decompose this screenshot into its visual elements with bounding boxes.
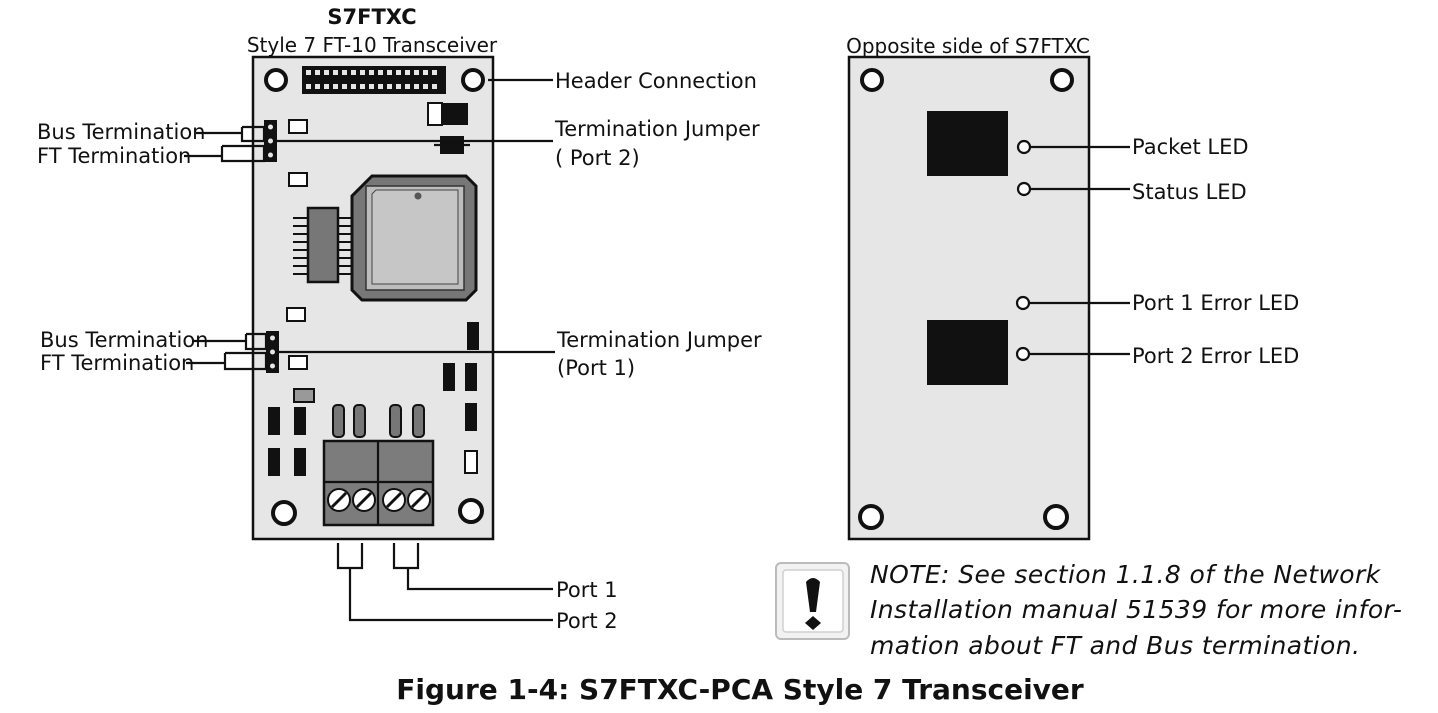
note-line-1: NOTE: See section 1.1.8 of the Network — [870, 560, 1382, 589]
term-jumper-port1-sub: (Port 1) — [557, 356, 635, 380]
right-board — [847, 55, 1091, 541]
note-line-2: Installation manual 51539 for more infor… — [870, 595, 1402, 624]
port1-label: Port 1 — [556, 578, 618, 602]
bus-termination-top-label: Bus Termination — [37, 120, 205, 144]
terminal-block — [322, 404, 435, 527]
term-jumper-port2-label: Termination Jumper — [554, 117, 760, 141]
term-jumper-port1-label: Termination Jumper — [556, 328, 762, 352]
packet-led-label: Packet LED — [1132, 135, 1249, 159]
exclamation-icon — [775, 562, 850, 640]
status-led-label: Status LED — [1132, 180, 1247, 204]
port1-error-led-label: Port 1 Error LED — [1132, 291, 1299, 315]
right-board-title: Opposite side of S7FTXC — [846, 34, 1090, 58]
ft-termination-top-label: FT Termination — [37, 144, 191, 168]
ft-termination-bottom-label: FT Termination — [40, 351, 194, 375]
left-board-subtitle: Style 7 FT-10 Transceiver — [247, 33, 498, 57]
bus-termination-bottom-label: Bus Termination — [40, 328, 208, 352]
header-connector — [302, 66, 446, 94]
header-connection-label: Header Connection — [555, 69, 757, 93]
plcc-chip — [350, 174, 478, 302]
port2-error-led-label: Port 2 Error LED — [1132, 344, 1299, 368]
figure-caption: Figure 1-4: S7FTXC-PCA Style 7 Transceiv… — [396, 673, 1084, 706]
left-board-title: S7FTXC — [327, 5, 416, 29]
soic-chip — [293, 206, 354, 284]
port2-label: Port 2 — [556, 609, 618, 633]
term-jumper-port2-sub: ( Port 2) — [555, 146, 640, 170]
left-callouts — [184, 78, 555, 622]
right-callouts — [1029, 145, 1130, 356]
note-line-3: mation about FT and Bus termination. — [870, 631, 1360, 660]
left-board — [251, 55, 495, 541]
